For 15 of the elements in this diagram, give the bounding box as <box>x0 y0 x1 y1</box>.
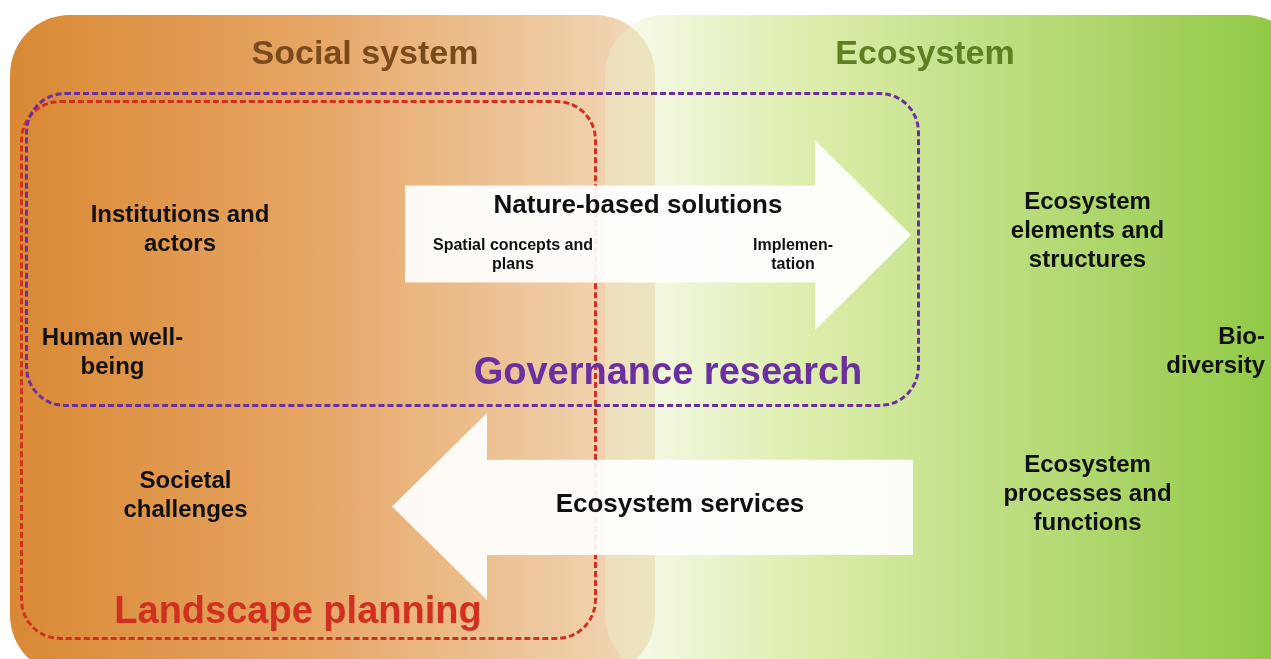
region-title: Social system <box>250 32 480 73</box>
arrow-label: Ecosystem services <box>554 488 806 520</box>
dashed-boundary <box>25 92 920 407</box>
node-label: Ecosystem processes and functions <box>980 450 1195 537</box>
group-title: Landscape planning <box>113 588 483 633</box>
group-title: Governance research <box>472 349 864 394</box>
node-label: Societal challenges <box>103 466 268 524</box>
node-label: Ecosystem elements and structures <box>990 187 1185 274</box>
arrow-sublabel: Implemen- tation <box>752 235 834 274</box>
node-label: Human well-being <box>30 323 195 381</box>
arrow-sublabel: Spatial concepts and plans <box>431 235 594 274</box>
region-title: Ecosystem <box>834 32 1016 73</box>
node-label: Institutions and actors <box>85 200 275 258</box>
node-label: Bio- diversity <box>1160 322 1265 380</box>
arrow-label: Nature-based solutions <box>492 189 784 221</box>
